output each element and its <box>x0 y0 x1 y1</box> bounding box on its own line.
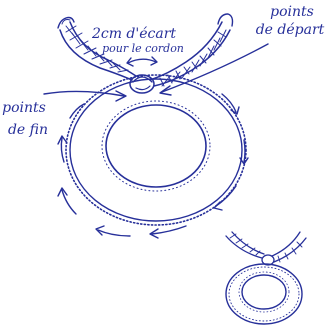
start-points-annotation: points de départ <box>160 4 325 95</box>
end-label-line2: de fin <box>8 122 48 138</box>
spacing-double-arrow <box>128 59 156 63</box>
ring-inner-edge <box>102 101 210 191</box>
end-points-annotation: points de fin <box>2 91 126 138</box>
finished-piece-preview <box>226 232 306 324</box>
start-label-line2: de départ <box>256 22 325 38</box>
ring-inner-hole <box>106 105 206 187</box>
spacing-label-line2: pour le cordon <box>102 42 184 55</box>
spacing-annotation: 2cm d'écart pour le cordon <box>91 26 184 66</box>
direction-arrows <box>58 94 248 238</box>
ring-outer-outline <box>70 79 242 221</box>
spacing-label-line1: 2cm d'écart <box>91 26 176 42</box>
cord-knot <box>130 75 154 93</box>
start-label-line1: points <box>270 4 314 20</box>
end-pointer-arrow <box>44 91 124 96</box>
end-label-line1: points <box>2 100 46 116</box>
